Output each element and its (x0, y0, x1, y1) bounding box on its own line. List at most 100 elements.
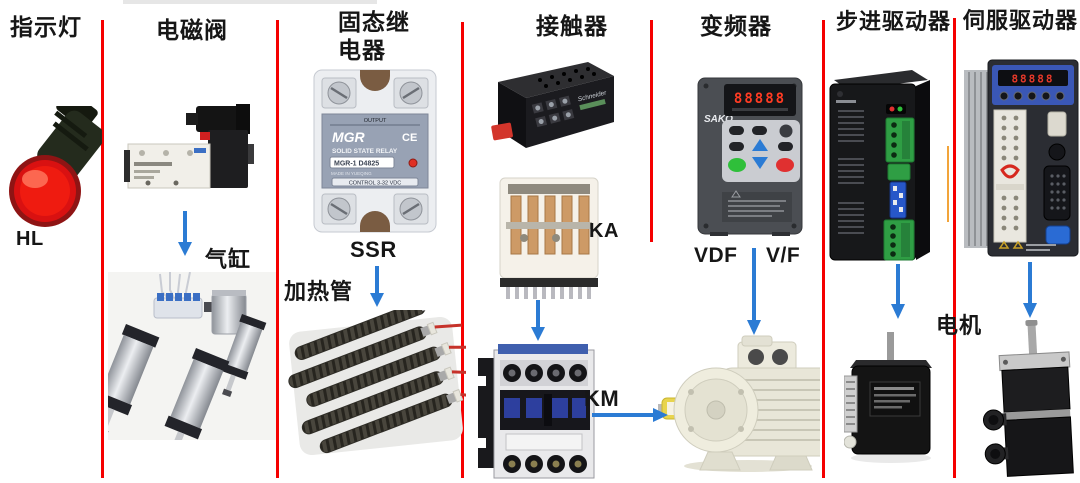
vfd-brand-text: SAKO (704, 114, 733, 125)
servo-motor-upper-body (1001, 366, 1071, 413)
stepper-shaft (887, 332, 894, 360)
ssr-title-line2: 电器 (338, 37, 386, 63)
label-vf: V/F (766, 244, 801, 267)
relay-pins (506, 287, 591, 299)
driver-terminal-block-mid (887, 163, 911, 181)
label-hl: HL (16, 228, 44, 250)
vfd-display-digits: 88888 (734, 91, 786, 107)
label-vdf: VDF (694, 244, 738, 267)
solenoid-valve-image (124, 104, 254, 189)
servo-vga-connector (1045, 225, 1071, 245)
valve-connector (196, 106, 244, 132)
arrow-km-to-motor (592, 408, 668, 422)
label-cylinder: 气缸 (205, 247, 252, 272)
column-title-vfd: 变频器 (700, 13, 772, 39)
servo-motor-image (982, 320, 1074, 477)
vfd-warning-label (722, 190, 792, 222)
contactor-blue-links (504, 398, 586, 418)
column-title-servo-driver: 伺服驱动器 (963, 8, 1079, 33)
column-title-contactor: 接触器 (536, 13, 608, 39)
servo-heatsink (964, 70, 990, 248)
stepper-nameplate (869, 381, 921, 417)
label-km: KM (584, 386, 620, 411)
relay-ka-image (499, 177, 599, 299)
column-title-indicator-light: 指示灯 (10, 14, 82, 40)
label-ssr: SSR (350, 237, 397, 262)
relay-coil-contacts (506, 195, 592, 255)
column-divider-3 (461, 22, 464, 478)
contactor-km-image (478, 344, 595, 479)
contactor-bottom-terminals (503, 455, 587, 473)
ssr-control-text: CONTROL 3-32 VDC (349, 181, 401, 187)
column-title-solenoid-valve: 电磁阀 (156, 17, 228, 43)
heating-tube-set (288, 310, 466, 454)
column-divider-2 (276, 20, 279, 478)
solid-state-relay-image: OUTPUT MGR CE SOLID STATE RELAY MGR-1 D4… (313, 69, 437, 233)
ac-motor-image (658, 335, 820, 472)
driver-front-printing (836, 100, 864, 234)
servo-driver-image: 88888 (964, 59, 1079, 257)
contactor-label-band (505, 433, 583, 451)
heating-tubes-image (288, 310, 466, 456)
ssr-led (408, 158, 418, 168)
label-ka: KA (589, 220, 619, 242)
servo-display-panel: 88888 (992, 65, 1074, 105)
ssr-origin-text: MADE IN YUEQING (331, 171, 372, 176)
top-edge-sliver (123, 0, 377, 4)
servo-display-digits: 88888 (1011, 73, 1054, 86)
ssr-label-panel (321, 113, 429, 189)
orange-accent-line (947, 146, 949, 222)
ssr-type-text: SOLID STATE RELAY (332, 148, 398, 155)
socket-red-clip (491, 122, 513, 141)
vfd-keypad-buttons (728, 124, 794, 172)
arrow-stepperdriver-to-motor (891, 264, 905, 319)
servo-side-connectors (1043, 111, 1071, 245)
column-divider-6 (953, 18, 956, 478)
socket-terminals: Schneider (531, 89, 608, 128)
ssr-brand-text: MGR (332, 129, 366, 145)
stepper-motor-image (844, 332, 932, 463)
stepper-connector-strip (844, 375, 858, 449)
servo-terminal-strip (993, 109, 1027, 243)
driver-status-leds (886, 104, 906, 114)
valve-coil (208, 130, 248, 188)
ssr-cert-text: CE (402, 132, 417, 144)
servo-warning-label (998, 240, 1056, 251)
column-divider-4-partial (650, 20, 653, 242)
arrow-solenoid-to-cylinder (178, 211, 192, 256)
heating-tubes-background (289, 316, 463, 456)
arrow-vfd-to-motor (747, 248, 761, 335)
vfd-image: SAKO 88888 (697, 77, 803, 236)
motor-foot-rear (769, 455, 813, 471)
air-manifold (153, 272, 218, 319)
driver-terminal-block-bottom (883, 219, 915, 261)
servo-motor-shaft (1027, 321, 1038, 357)
relay-socket-image: Schneider (491, 62, 614, 148)
socket-top-face (498, 62, 614, 98)
motor-foot-front (699, 451, 741, 471)
ssr-output-text: OUTPUT (364, 118, 387, 124)
ssr-bottom-notch (360, 211, 390, 232)
relay-base (500, 278, 598, 287)
driver-dip-switch (889, 181, 907, 219)
label-motor: 电机 (936, 313, 983, 338)
column-divider-1 (101, 20, 104, 478)
label-heating-tube: 加热管 (284, 279, 354, 304)
contactor-top-strip (498, 344, 588, 354)
driver-terminal-block-top (885, 117, 915, 163)
ssr-top-notch (360, 70, 390, 91)
servo-motor-cable-glands (982, 409, 1009, 465)
contactor-side-mount (478, 358, 496, 468)
ssr-model-text: MGR-1 D4825 (334, 161, 379, 168)
stepper-driver-image (829, 70, 930, 261)
ssr-screw-terminals (321, 77, 429, 225)
column-title-stepper-driver: 步进驱动器 (836, 9, 952, 34)
indicator-lamp-image (9, 106, 102, 227)
column-title-solid-state-relay: 固态继 电器 (338, 8, 410, 64)
valve-red-button (200, 132, 210, 140)
ssr-title-line1: 固态继 (338, 9, 410, 35)
column-divider-5 (822, 20, 825, 478)
servo-red-jumper-wire (1000, 164, 1020, 179)
arrow-servodriver-to-motor (1023, 262, 1037, 318)
